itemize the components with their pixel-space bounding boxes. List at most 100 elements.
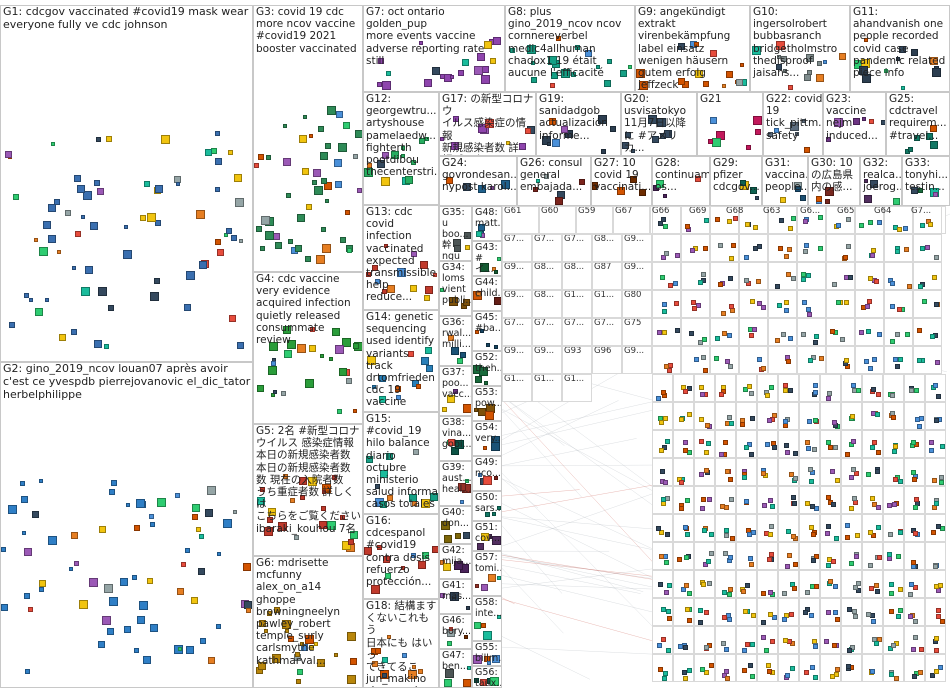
- graph-node: [704, 610, 709, 615]
- tiny-group-cell: [768, 346, 797, 374]
- group-label: G1: cdcgov vaccinated #covid19 mask wear…: [3, 6, 248, 32]
- mini-group-label: G7...: [564, 318, 584, 328]
- graph-node: [729, 256, 734, 261]
- graph-node: [741, 589, 746, 594]
- graph-node: [915, 417, 920, 422]
- graph-node: [318, 126, 324, 132]
- graph-node: [740, 422, 745, 427]
- mini-group-cell: G75: [622, 318, 652, 346]
- graph-node: [475, 584, 479, 588]
- graph-node: [382, 81, 391, 90]
- graph-node: [161, 135, 170, 144]
- mini-group-cell: G93: [562, 346, 592, 374]
- graph-node: [457, 358, 463, 364]
- mini-group-label: G69: [689, 206, 706, 216]
- graph-node: [847, 607, 852, 612]
- graph-node: [908, 592, 913, 597]
- graph-node: [667, 583, 672, 588]
- group-cell-g6: G6: mdrisette mcfunny alex_on_a14 ghoppe…: [253, 556, 363, 688]
- graph-node: [745, 583, 750, 588]
- graph-node: [936, 524, 941, 529]
- graph-node: [198, 568, 205, 575]
- graph-node: [261, 216, 270, 225]
- tiny-group-cell: [841, 402, 862, 430]
- graph-node: [757, 357, 762, 362]
- tiny-group-cell: [883, 374, 904, 402]
- tiny-group-cell: [652, 486, 673, 514]
- graph-node: [69, 567, 73, 571]
- graph-node: [710, 117, 717, 124]
- tiny-group-cell: [883, 514, 904, 542]
- graph-node: [762, 503, 767, 508]
- group-label: G34: loms vient publi...: [442, 262, 472, 306]
- graph-node: [775, 284, 780, 289]
- mini-group-cell: G7...: [532, 318, 562, 346]
- graph-node: [302, 168, 309, 175]
- tiny-group-cell: [739, 262, 768, 290]
- graph-node: [868, 276, 873, 281]
- graph-node: [444, 535, 452, 543]
- graph-node: [175, 493, 180, 498]
- tiny-group-cell: [884, 290, 913, 318]
- graph-node: [65, 210, 71, 216]
- tiny-group-cell: [739, 290, 768, 318]
- graph-node: [237, 342, 244, 349]
- graph-node: [733, 216, 738, 221]
- group-label: G30: 10 の広島県 内の感...: [811, 157, 853, 194]
- graph-node: [460, 500, 464, 504]
- graph-node: [704, 645, 709, 650]
- mini-group-label: G7...: [564, 234, 584, 244]
- graph-node: [806, 273, 811, 278]
- graph-node: [810, 665, 815, 670]
- mini-group-label: G1...: [504, 374, 524, 384]
- graph-node: [355, 130, 363, 138]
- tiny-group-cell: [652, 290, 681, 318]
- graph-node: [223, 519, 232, 528]
- graph-node: [320, 152, 328, 160]
- tiny-group-cell: [883, 542, 904, 570]
- graph-node: [679, 506, 684, 511]
- group-cell-g26: G26: consul general embajada...: [517, 156, 591, 206]
- graph-node: [231, 235, 237, 241]
- tiny-group-cell: [694, 514, 715, 542]
- graph-node: [853, 614, 858, 619]
- graph-node: [813, 383, 818, 388]
- tiny-group-cell: [736, 514, 757, 542]
- graph-node: [283, 158, 291, 166]
- graph-node: [199, 534, 204, 539]
- tiny-group-cell: [883, 486, 904, 514]
- graph-node: [229, 315, 236, 322]
- graph-node: [192, 514, 198, 520]
- tiny-group-cell: [681, 318, 710, 346]
- group-cell-g50: G50: sars...: [472, 491, 502, 521]
- graph-node: [494, 345, 498, 349]
- mini-group-label: G7...: [504, 234, 524, 244]
- graph-node: [481, 75, 490, 84]
- group-cell-g27: G27: 10 covid 19 vaccinati...: [591, 156, 652, 206]
- graph-node: [896, 554, 901, 559]
- graph-node: [934, 418, 939, 423]
- tiny-group-cell: [715, 402, 736, 430]
- tiny-group-cell: [826, 262, 855, 290]
- graph-node: [895, 332, 900, 337]
- mini-group-cell: G9...: [622, 262, 652, 290]
- graph-node: [750, 416, 755, 421]
- mini-group-cell: G7...: [502, 318, 532, 346]
- graph-node: [233, 510, 237, 514]
- graph-node: [761, 620, 766, 625]
- graph-node: [788, 388, 793, 393]
- graph-node: [685, 607, 690, 612]
- graph-node: [177, 588, 184, 595]
- tiny-group-cell: [736, 654, 757, 682]
- group-cell-g18: G18: 結構ます くないこれもう 日本にも はいっ てきてるこ jun_mak…: [363, 599, 439, 688]
- graph-node: [660, 469, 665, 474]
- graph-node: [743, 609, 748, 614]
- graph-node: [825, 531, 830, 536]
- graph-node: [353, 409, 357, 413]
- graph-node: [447, 641, 452, 646]
- graph-node: [874, 641, 879, 646]
- graph-node: [74, 175, 81, 182]
- graph-node: [898, 530, 903, 535]
- tiny-group-cell: [739, 318, 768, 346]
- group-cell-g4: G4: cdc vaccine very evidence acquired i…: [253, 272, 363, 424]
